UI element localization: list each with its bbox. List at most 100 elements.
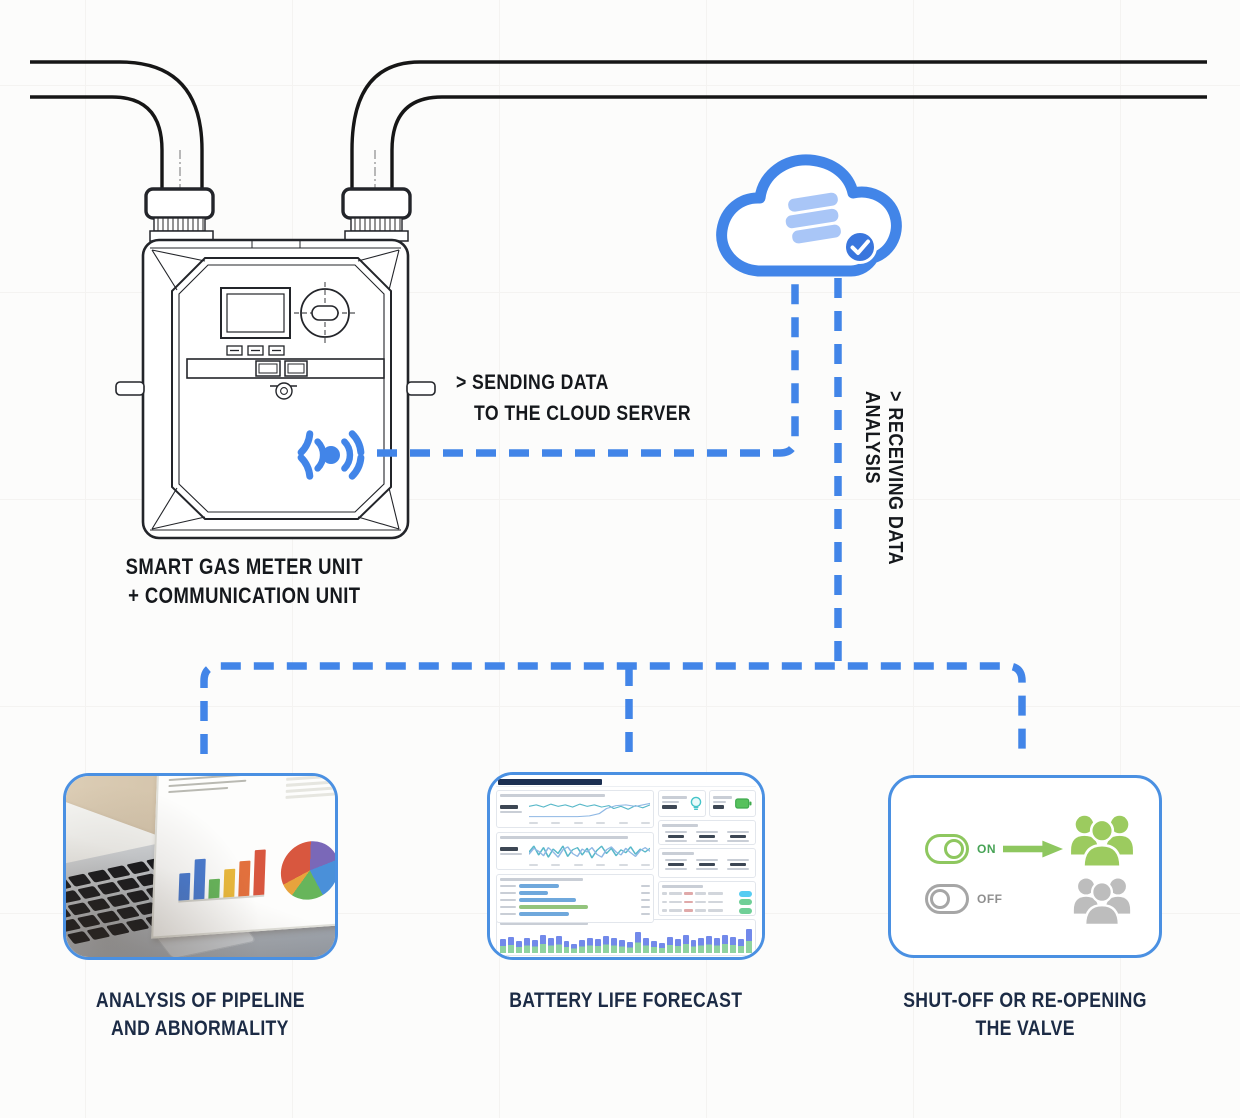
hbar-row <box>500 898 650 902</box>
stacked-bar <box>738 939 745 953</box>
line-chart-panel-2 <box>496 832 654 870</box>
battery-dashboard-box <box>487 772 765 960</box>
photo-bar <box>223 868 236 898</box>
photo-bar <box>193 858 206 900</box>
stacked-bar <box>500 939 506 953</box>
meter-caption: SMART GAS METER UNIT + COMMUNICATION UNI… <box>125 554 363 608</box>
stacked-bar <box>746 929 752 953</box>
dashboard <box>490 775 762 957</box>
keyboard-key <box>106 893 131 908</box>
status-badge <box>739 890 752 897</box>
stacked-bar <box>587 937 594 953</box>
branch-line <box>200 662 1026 754</box>
stacked-bar <box>627 942 633 953</box>
database-icon <box>785 192 841 244</box>
toggle-off <box>925 884 969 914</box>
table-row <box>662 907 752 914</box>
keyboard-key <box>67 873 92 887</box>
stacked-bar <box>539 935 546 953</box>
stacked-bar <box>523 937 530 953</box>
sending-line2: TO THE CLOUD SERVER <box>474 402 692 425</box>
photo-bar <box>238 860 251 897</box>
pipe-right <box>350 60 1207 189</box>
keyboard-key <box>116 877 141 891</box>
people-group-off-icon <box>1073 878 1131 927</box>
pipe-left <box>30 60 204 189</box>
keyboard-key <box>86 898 111 912</box>
battery-icon <box>735 798 752 809</box>
stat-panel-b <box>658 848 756 878</box>
toggle-on-label: ON <box>977 842 996 856</box>
laptop-photo <box>66 776 335 957</box>
dashboard-titlebar <box>496 779 756 787</box>
hbar-row <box>500 891 650 895</box>
stacked-bar <box>571 943 578 953</box>
keyboard-key <box>96 881 121 895</box>
stacked-bar <box>674 939 681 953</box>
keyboard-key <box>86 926 111 941</box>
keyboard-key <box>77 885 102 900</box>
toggle-off-knob <box>930 889 950 909</box>
meter-lock <box>270 382 297 400</box>
stacked-bar <box>563 941 570 953</box>
stacked-bar <box>555 936 562 953</box>
sending-line1: > SENDING DATA <box>456 371 609 394</box>
stacked-bar <box>579 940 586 953</box>
stacked-bar <box>706 936 713 953</box>
toggle-on-knob <box>944 839 964 859</box>
photo-bar <box>208 878 221 899</box>
photo-bar <box>178 872 191 901</box>
hbar-row <box>500 912 650 916</box>
stacked-bar <box>634 932 641 953</box>
sending-line <box>377 278 799 457</box>
analysis-node-box <box>63 773 338 960</box>
stacked-bar <box>507 936 514 953</box>
status-badge <box>739 899 752 905</box>
stacked-bar <box>619 940 625 953</box>
status-badge <box>739 907 752 914</box>
meter-dial <box>294 282 356 344</box>
stacked-bar <box>658 943 665 953</box>
bulb-icon <box>690 796 701 810</box>
stacked-bar <box>515 940 522 953</box>
hbar-row <box>500 884 650 888</box>
keyboard-key <box>106 865 131 879</box>
stat-panel-a <box>658 820 756 845</box>
toggle-on <box>925 834 969 864</box>
caption-battery: BATTERY LIFE FORECAST <box>509 989 743 1012</box>
stacked-bar <box>611 937 618 953</box>
laptop-screen <box>151 776 335 939</box>
receiving-data-label: > RECEIVING DATA ANALYSIS <box>861 391 906 565</box>
stacked-bar <box>603 935 610 953</box>
meter-display <box>220 287 291 339</box>
keyboard-key <box>115 906 141 920</box>
stacked-bar <box>666 937 673 953</box>
keyboard-key <box>87 869 112 883</box>
keyboard-key <box>96 910 121 924</box>
check-icon <box>843 230 877 264</box>
stat-card-bulb <box>658 790 706 817</box>
gas-meter <box>115 150 436 540</box>
stacked-bar <box>595 938 602 953</box>
screen-bar-chart <box>178 838 267 903</box>
keyboard-key <box>105 922 131 936</box>
stacked-bar <box>690 940 697 953</box>
keyboard-key <box>66 930 91 945</box>
keyboard-key <box>76 914 101 928</box>
keyboard-key <box>126 861 151 875</box>
keyboard-key <box>125 889 150 903</box>
keyboard-key <box>125 918 150 932</box>
sending-data-label: > SENDING DATA TO THE CLOUD SERVER <box>456 367 732 429</box>
table-row <box>662 899 752 905</box>
stacked-bar <box>531 940 538 953</box>
photo-bar <box>253 849 266 896</box>
stat-card-battery <box>708 790 756 817</box>
caption-valve: SHUT-OFF OR RE-OPENING THE VALVE <box>903 989 1147 1040</box>
caption-analysis: ANALYSIS OF PIPELINE AND ABNORMALITY <box>95 989 305 1040</box>
stacked-bar <box>722 935 729 953</box>
cloud-icon <box>716 154 902 277</box>
table-row <box>662 890 752 897</box>
arrow-right-icon <box>1003 840 1063 858</box>
